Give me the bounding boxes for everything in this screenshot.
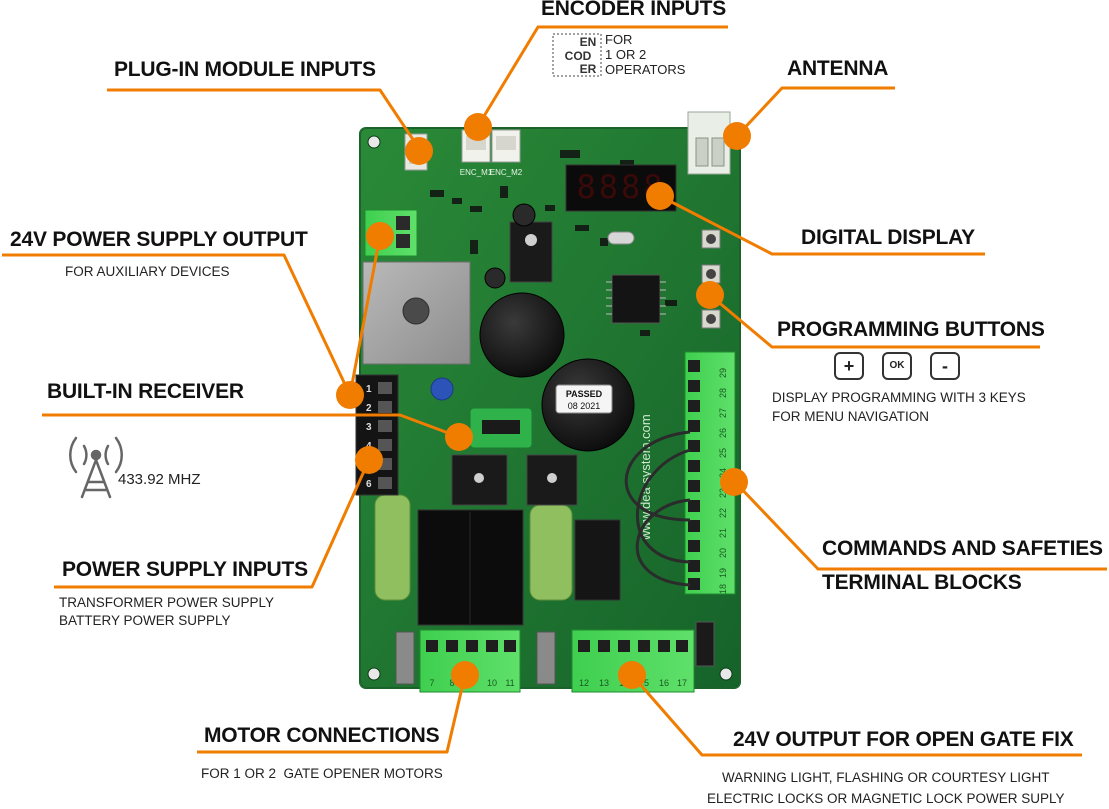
power-inputs-sub-2: BATTERY POWER SUPPLY xyxy=(59,613,231,628)
encoder-sub-2: 1 OR 2 xyxy=(605,47,647,62)
capacitor-sticker xyxy=(555,384,613,414)
minus-key-icon: - xyxy=(930,352,960,380)
callout-lines xyxy=(2,25,1107,757)
right-terminal-number: 28 xyxy=(718,388,728,398)
encoder-sub-3: OPERATORS xyxy=(605,62,686,77)
label-programming-buttons: PROGRAMMING BUTTONS xyxy=(777,318,1045,341)
label-digital-display: DIGITAL DISPLAY xyxy=(801,226,975,249)
encoder-connectors: ENC_M1 ENC_M2 xyxy=(460,129,523,177)
encoder-logo-en: EN xyxy=(580,35,597,49)
bridge-wires xyxy=(624,430,691,587)
label-power-supply-inputs: POWER SUPPLY INPUTS xyxy=(62,558,308,581)
right-terminal-number: 27 xyxy=(718,408,728,418)
plus-key-icon: + xyxy=(834,352,864,380)
enc-m2-silk: ENC_M2 xyxy=(490,168,523,177)
programming-sub-1: DISPLAY PROGRAMMING WITH 3 KEYS xyxy=(772,390,1026,405)
bottom-terminal-number: 11 xyxy=(505,678,514,688)
right-terminal-number: 24 xyxy=(718,468,728,478)
right-terminal-number: 22 xyxy=(718,508,728,518)
bottom-terminal-number: 10 xyxy=(487,678,497,688)
capacitor-label-date: 08 2021 xyxy=(568,401,601,411)
encoder-logo-cod: COD xyxy=(565,49,592,63)
callout-dots xyxy=(336,113,751,689)
ok-key-icon: OK xyxy=(882,352,912,380)
encoder-logo-er: ER xyxy=(580,62,597,76)
left-terminal-number: 1 xyxy=(366,384,372,395)
right-terminal-number: 29 xyxy=(718,368,728,378)
antenna-connector xyxy=(687,111,731,175)
capacitor-label-passed: PASSED xyxy=(566,389,603,399)
left-terminal-number: 2 xyxy=(366,403,372,414)
label-commands-safeties: COMMANDS AND SAFETIES xyxy=(822,537,1103,560)
label-open-gate-fix: 24V OUTPUT FOR OPEN GATE FIX xyxy=(733,728,1074,751)
open-gate-sub-1: WARNING LIGHT, FLASHING OR COURTESY LIGH… xyxy=(722,770,1050,785)
label-antenna: ANTENNA xyxy=(787,57,889,80)
label-plugin-module-inputs: PLUG-IN MODULE INPUTS xyxy=(114,58,376,81)
right-terminal-number: 26 xyxy=(718,428,728,438)
label-encoder-inputs: ENCODER INPUTS xyxy=(541,0,727,20)
right-terminal-number: 23 xyxy=(718,488,728,498)
right-terminal-number: 19 xyxy=(718,568,728,578)
bottom-terminal-number: 16 xyxy=(659,678,669,688)
label-builtin-receiver: BUILT-IN RECEIVER xyxy=(47,380,244,403)
label-24v-power-output: 24V POWER SUPPLY OUTPUT xyxy=(10,228,308,251)
right-terminal-number: 25 xyxy=(718,448,728,458)
enc-m1-silk: ENC_M1 xyxy=(460,168,493,177)
terminal-block-bottom-right: 12 13 14 15 16 17 xyxy=(571,629,695,693)
large-capacitor xyxy=(479,292,565,378)
bottom-terminal-number: 13 xyxy=(599,678,609,688)
power-inputs-sub-1: TRANSFORMER POWER SUPPLY xyxy=(59,595,275,610)
bottom-terminal-number: 7 xyxy=(429,678,434,688)
bottom-terminal-number: 17 xyxy=(677,678,687,688)
encoder-sub-1: FOR xyxy=(605,32,633,47)
terminal-block-right: 29 28 27 26 25 24 23 22 21 20 19 18 xyxy=(684,351,736,595)
right-terminal-number: 20 xyxy=(718,548,728,558)
board-push-buttons xyxy=(701,229,721,329)
right-terminal-number: 18 xyxy=(718,584,728,594)
programming-sub-2: FOR MENU NAVIGATION xyxy=(772,409,930,424)
motor-connections-sub: FOR 1 OR 2 GATE OPENER MOTORS xyxy=(201,766,443,781)
antenna-icon xyxy=(69,436,123,499)
receiver-frequency: 433.92 MHZ xyxy=(118,471,201,488)
bottom-terminal-number: 8 xyxy=(449,678,454,688)
bottom-terminal-number: 12 xyxy=(579,678,589,688)
label-terminal-blocks: TERMINAL BLOCKS xyxy=(822,571,1022,594)
right-terminal-number: 21 xyxy=(718,528,728,538)
label-motor-connections: MOTOR CONNECTIONS xyxy=(204,724,440,747)
sub-24v-power-output: FOR AUXILIARY DEVICES xyxy=(65,264,230,279)
open-gate-sub-2: ELECTRIC LOCKS OR MAGNETIC LOCK POWER SU… xyxy=(707,791,1065,806)
bottom-terminal-number: 15 xyxy=(639,678,649,688)
left-terminal-number: 3 xyxy=(366,422,372,433)
encoder-logo: EN COD ER xyxy=(552,33,602,77)
left-terminal-number: 6 xyxy=(366,479,372,490)
